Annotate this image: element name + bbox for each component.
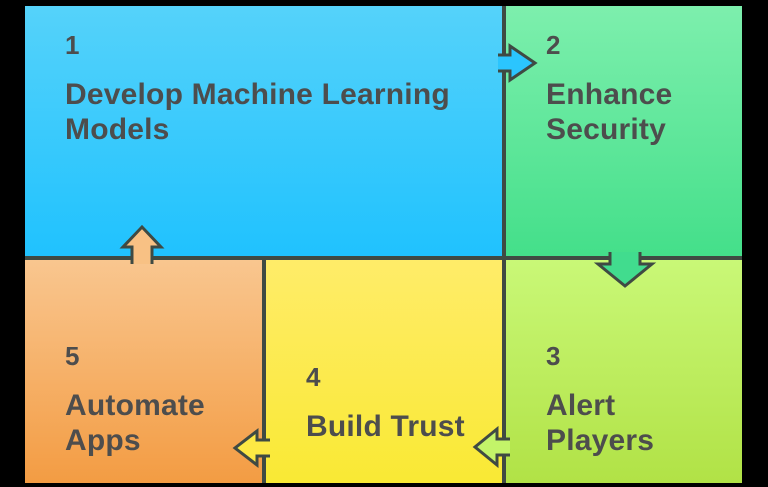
step-block-1: 1 Develop Machine Learning Models <box>25 6 502 256</box>
step-3-content: 3 Alert Players <box>546 339 728 458</box>
step-2-content: 2 Enhance Security <box>546 28 728 147</box>
step-block-4: 4 Build Trust <box>266 260 502 483</box>
step-4-content: 4 Build Trust <box>306 360 488 444</box>
step-block-3: 3 Alert Players <box>506 260 742 483</box>
step-block-5: 5 Automate Apps <box>25 260 262 483</box>
step-1-number: 1 <box>65 30 80 60</box>
step-5-number: 5 <box>65 341 80 371</box>
step-3-title: Alert Players <box>546 389 655 457</box>
step-4-number: 4 <box>306 362 321 392</box>
step-2-number: 2 <box>546 30 561 60</box>
step-block-2: 2 Enhance Security <box>506 6 742 256</box>
process-diagram: 1 Develop Machine Learning Models 2 Enha… <box>25 6 742 483</box>
step-3-number: 3 <box>546 341 561 371</box>
step-4-title: Build Trust <box>306 410 465 443</box>
step-1-title: Develop Machine Learning Models <box>65 78 450 146</box>
step-1-content: 1 Develop Machine Learning Models <box>65 28 488 147</box>
step-5-title: Automate Apps <box>65 389 205 457</box>
step-5-content: 5 Automate Apps <box>65 339 248 458</box>
step-2-title: Enhance Security <box>546 78 673 146</box>
